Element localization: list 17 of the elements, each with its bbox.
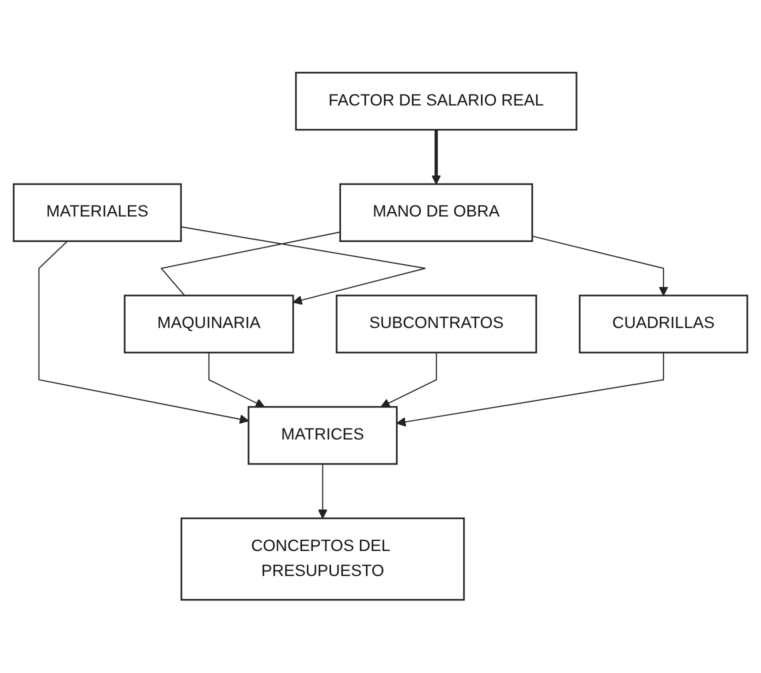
node-box: MAQUINARIA [124, 294, 294, 354]
arrow [208, 352, 265, 408]
arrow [431, 130, 441, 185]
node-box: MANO DE OBRA [339, 184, 534, 242]
arrow [532, 236, 668, 296]
arrow [38, 241, 249, 424]
node-box: CONCEPTOS DEL PRESUPUESTO [180, 518, 465, 601]
arrow [380, 352, 437, 408]
connector [160, 232, 340, 296]
node-box: CUADRILLAS [578, 294, 748, 354]
node-box: MATERIALES [12, 184, 182, 242]
node-box: MATRICES [248, 406, 398, 466]
arrow [180, 226, 426, 306]
arrow [396, 352, 664, 427]
arrow [318, 464, 328, 519]
node-box: FACTOR DE SALARIO REAL [295, 72, 578, 131]
node-box: SUBCONTRATOS [336, 294, 538, 354]
